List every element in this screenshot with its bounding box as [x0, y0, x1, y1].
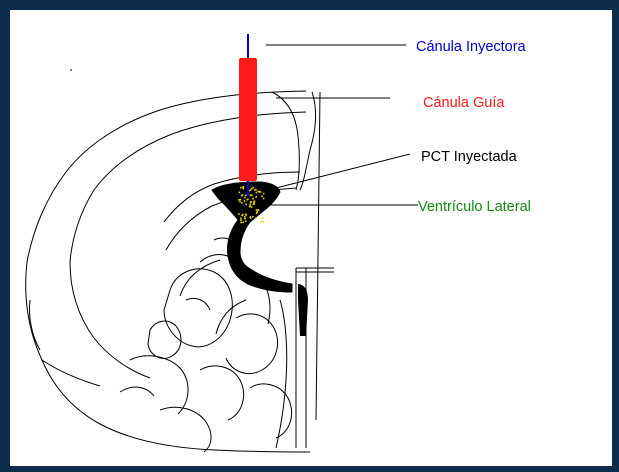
pct-dot	[259, 191, 261, 193]
pct-dot	[239, 201, 241, 203]
label-lateral-ventricle: Ventrículo Lateral	[418, 199, 531, 215]
pct-dot	[244, 200, 246, 202]
pct-dot	[251, 188, 253, 190]
pct-dot	[244, 197, 246, 199]
pct-dot	[242, 222, 244, 224]
pct-dot	[256, 196, 258, 198]
pct-dot	[246, 199, 248, 201]
pct-dot	[261, 196, 263, 198]
pct-dot	[249, 204, 251, 206]
pct-dot	[238, 199, 240, 201]
pct-dot	[245, 204, 247, 206]
pct-dot	[256, 209, 258, 211]
pct-dot	[240, 187, 242, 189]
brain-outline	[26, 70, 320, 452]
pct-dot	[262, 221, 264, 223]
pct-dot	[254, 201, 256, 203]
leader-pct	[276, 154, 410, 188]
pct-dot	[238, 213, 240, 215]
guide-cannula	[239, 58, 257, 181]
leader-lines	[266, 45, 418, 205]
pct-dot	[263, 198, 265, 200]
pct-dot	[240, 219, 242, 221]
label-guide-cannula: Cánula Guía	[423, 95, 505, 111]
pct-dot	[250, 217, 252, 219]
pct-dot	[239, 192, 241, 194]
pct-dot	[262, 217, 264, 219]
pct-dot	[245, 195, 247, 197]
pct-dot	[263, 193, 265, 195]
label-injector-cannula: Cánula Inyectora	[416, 39, 527, 55]
pct-dot	[250, 195, 252, 197]
pct-dot	[256, 213, 258, 215]
pct-dot	[252, 187, 254, 189]
pct-dot	[245, 214, 247, 216]
pct-dot	[254, 189, 256, 191]
pct-dot	[253, 203, 255, 205]
pct-dot	[256, 192, 258, 194]
pct-dot	[240, 218, 242, 220]
pct-dot	[244, 216, 246, 218]
pct-dot	[241, 215, 243, 217]
pct-dot	[257, 209, 259, 211]
pct-dot	[252, 198, 254, 200]
pct-dot	[240, 222, 242, 224]
pct-dot	[256, 211, 258, 213]
pct-dot	[255, 217, 257, 219]
internal-structures	[120, 238, 334, 452]
pct-dot	[242, 186, 244, 188]
pct-dot	[250, 201, 252, 203]
pct-dot	[245, 220, 247, 222]
pct-dot	[249, 206, 251, 208]
pct-dot	[241, 202, 243, 204]
pct-dot	[251, 206, 253, 208]
pct-dot	[240, 199, 242, 201]
pct-dot	[244, 218, 246, 220]
lateral-ventricle-shape	[212, 182, 292, 292]
pct-dot	[242, 194, 244, 196]
pct-dot	[260, 221, 262, 223]
pct-dot	[252, 216, 254, 218]
label-injected-pct: PCT Inyectada	[421, 149, 518, 165]
